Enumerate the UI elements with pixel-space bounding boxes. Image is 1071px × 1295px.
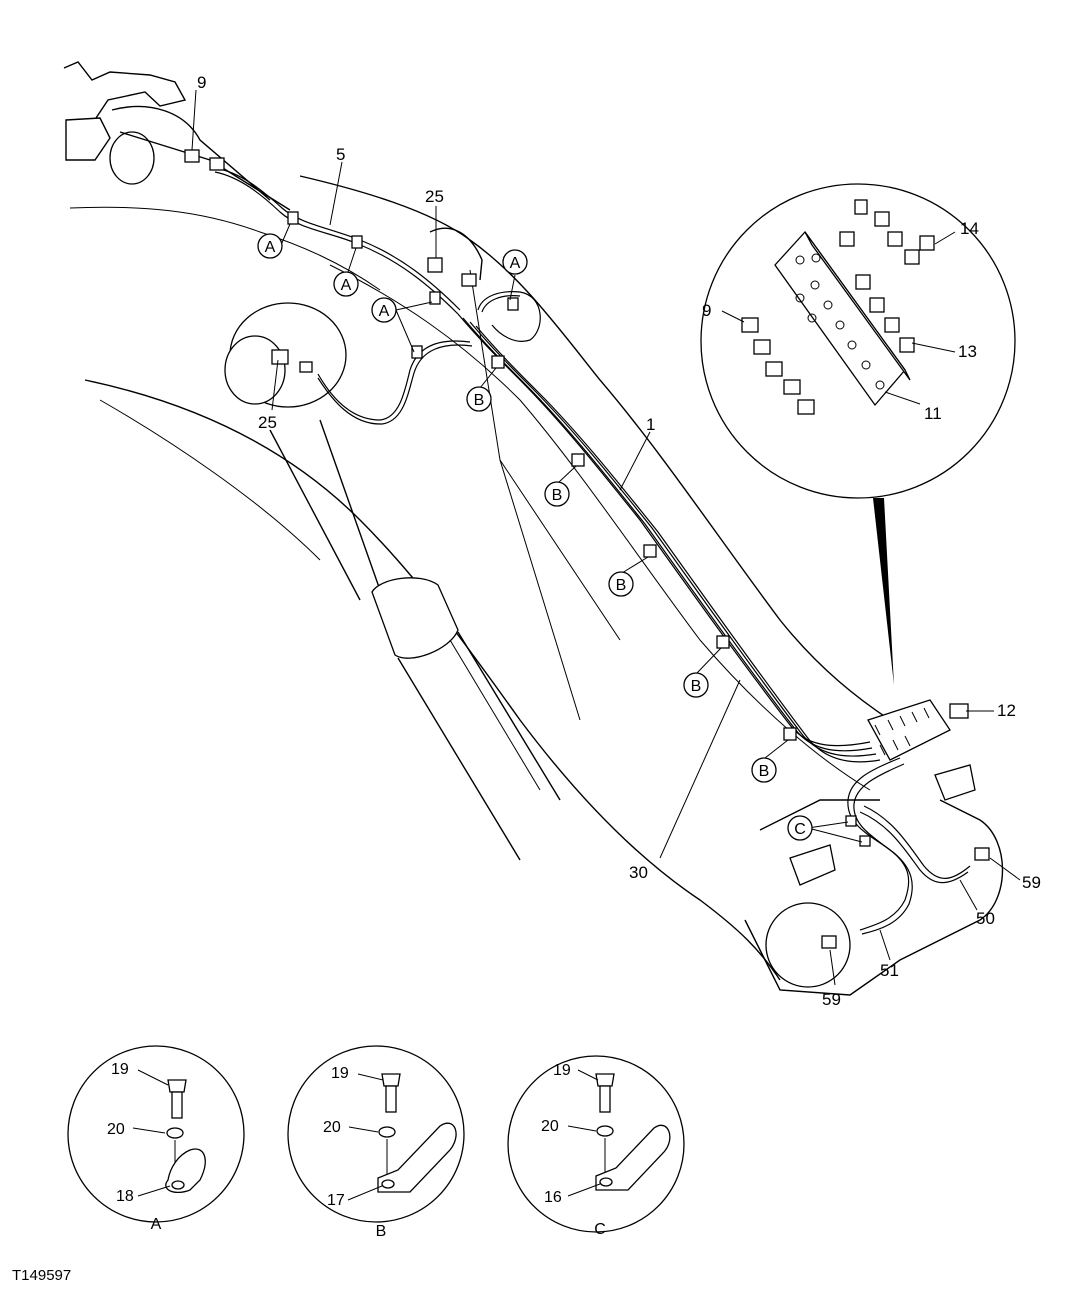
bolt-callout-c: 19 — [553, 1062, 571, 1079]
clamp-ref-b5: B — [759, 763, 770, 780]
boom-structure — [63, 61, 1004, 996]
callout-5: 5 — [336, 145, 345, 164]
callout-25-top: 25 — [425, 187, 444, 206]
fittings — [184, 149, 990, 949]
clamp-detail-c: 19 20 16 C — [507, 1055, 685, 1238]
fitting-25-top — [427, 257, 443, 273]
figure-id: T149597 — [12, 1267, 72, 1284]
view-label-b: B — [376, 1223, 387, 1240]
callout-59-bottom: 59 — [822, 990, 841, 1009]
clamp-ref-a1: A — [265, 239, 276, 256]
clamp-callout-b: 17 — [327, 1192, 345, 1209]
callouts: 9 5 25 25 1 30 12 50 51 59 59 14 9 13 11 — [197, 73, 1041, 1009]
clamp-detail-b: 19 20 17 B — [287, 1045, 465, 1240]
clamp-ref-a2: A — [341, 277, 352, 294]
clamp-ref-a4: A — [510, 255, 521, 272]
callout-51: 51 — [880, 961, 899, 980]
washer-callout-a: 20 — [107, 1121, 125, 1138]
clamp-ref-b1: B — [474, 392, 485, 409]
fitting-59-right — [974, 847, 990, 861]
callout-14: 14 — [960, 219, 979, 238]
callout-59-right: 59 — [1022, 873, 1041, 892]
callout-12: 12 — [997, 701, 1016, 720]
fitting-9-top — [184, 149, 200, 163]
clamp-callout-c: 16 — [544, 1189, 562, 1206]
callout-25-left: 25 — [258, 413, 277, 432]
clamp-refs: A A A A B B B B B C — [257, 233, 813, 841]
bolt-callout-b: 19 — [331, 1065, 349, 1082]
clamp-detail-a: 19 20 18 A — [67, 1045, 245, 1233]
washer-callout-c: 20 — [541, 1118, 559, 1135]
clamp-ref-b2: B — [552, 487, 563, 504]
callout-1: 1 — [646, 415, 655, 434]
fitting-12 — [949, 703, 969, 719]
callout-9-top: 9 — [197, 73, 206, 92]
washer-callout-b: 20 — [323, 1119, 341, 1136]
manifold-block — [867, 699, 951, 761]
lube-lines — [214, 167, 971, 935]
manifold-detail-view — [700, 183, 1016, 685]
clamp-ref-c1: C — [794, 821, 806, 838]
clamp-ref-b4: B — [691, 678, 702, 695]
leader-lines — [191, 89, 1021, 986]
callout-30: 30 — [629, 863, 648, 882]
callout-11: 11 — [924, 404, 942, 423]
fitting-59-bottom — [821, 935, 837, 949]
view-label-a: A — [151, 1216, 162, 1233]
fitting-25-left — [271, 349, 289, 365]
clamp-callout-a: 18 — [116, 1188, 134, 1205]
clamp-ref-b3: B — [616, 577, 627, 594]
callout-13: 13 — [958, 342, 977, 361]
callout-50: 50 — [976, 909, 995, 928]
bolt-callout-a: 19 — [111, 1061, 129, 1078]
callout-9-detail: 9 — [702, 301, 711, 320]
clamp-ref-a3: A — [379, 303, 390, 320]
view-label-c: C — [594, 1221, 606, 1238]
